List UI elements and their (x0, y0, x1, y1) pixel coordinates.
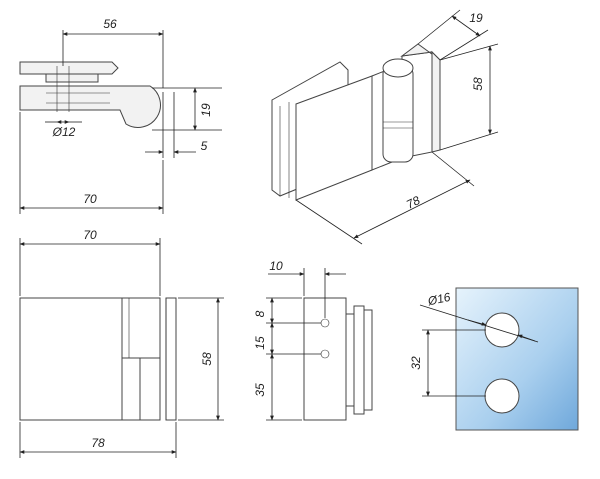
dim-section-10: 10 (269, 259, 283, 273)
dim-side-70: 70 (83, 192, 97, 206)
dim-side-d12: Ø12 (52, 125, 76, 139)
side-clamp-block (45, 73, 99, 83)
front-view: 70 58 78 (19, 228, 224, 458)
side-view: 56 Ø12 19 5 70 (19, 17, 222, 214)
dim-iso-78: 78 (404, 193, 423, 212)
section-view: 10 8 15 35 (253, 259, 373, 421)
dim-glass-d16: Ø16 (426, 290, 452, 309)
dim-section-35: 35 (253, 383, 267, 397)
side-body (19, 85, 161, 128)
front-body (19, 297, 123, 421)
iso-hinge-barrel (382, 65, 414, 163)
section-body (303, 297, 347, 421)
dim-side-19: 19 (199, 103, 213, 117)
dim-section-15: 15 (253, 336, 267, 350)
glass-panel (455, 287, 579, 431)
section-clamp (353, 305, 365, 415)
glass-view: Ø16 32 (409, 287, 579, 431)
front-hinge-leaf (121, 297, 161, 359)
dim-glass-32: 32 (409, 356, 423, 370)
dim-section-8: 8 (253, 310, 267, 317)
dim-side-56: 56 (103, 17, 117, 31)
dim-iso-58: 58 (471, 77, 485, 91)
glass-hole-top (484, 312, 520, 348)
dim-front-58: 58 (200, 352, 214, 366)
front-wall-plate (165, 297, 177, 421)
dim-side-5: 5 (201, 139, 208, 153)
dim-iso-19: 19 (469, 11, 483, 25)
glass-hole-bottom (484, 378, 520, 414)
iso-view: 19 58 78 (271, 9, 499, 245)
dim-front-70: 70 (83, 228, 97, 242)
dim-front-78: 78 (91, 436, 105, 450)
